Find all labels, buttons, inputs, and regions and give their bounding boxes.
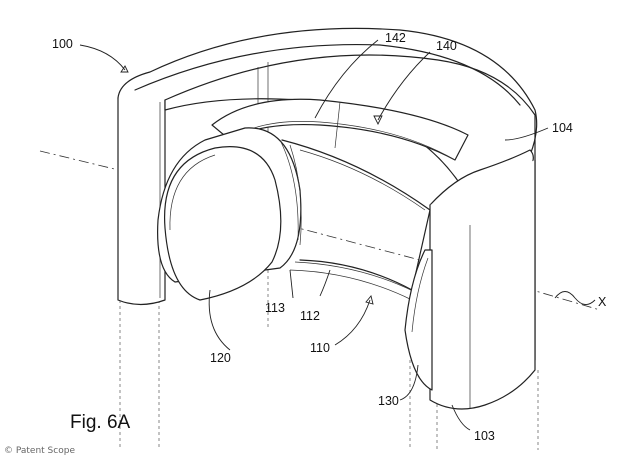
carrier-110 bbox=[281, 139, 431, 301]
label-110: 110 bbox=[310, 341, 330, 355]
axis-label-x: X bbox=[598, 295, 607, 309]
label-112: 112 bbox=[300, 309, 320, 323]
figure-caption: Fig. 6A bbox=[70, 412, 131, 433]
label-103: 103 bbox=[474, 429, 495, 443]
label-142: 142 bbox=[385, 31, 406, 45]
left-disk-120 bbox=[157, 127, 302, 301]
reference-labels: 100 142 140 104 113 112 110 120 130 103 … bbox=[52, 31, 607, 443]
label-140: 140 bbox=[436, 39, 457, 53]
watermark: © Patent Scope bbox=[4, 446, 75, 456]
label-120: 120 bbox=[210, 351, 231, 365]
label-100: 100 bbox=[52, 37, 73, 51]
right-disk-130 bbox=[404, 249, 433, 391]
label-130: 130 bbox=[378, 394, 399, 408]
leader-lines bbox=[79, 39, 596, 431]
label-104: 104 bbox=[552, 121, 573, 135]
label-113: 113 bbox=[265, 301, 285, 315]
projection-lines bbox=[119, 270, 539, 450]
